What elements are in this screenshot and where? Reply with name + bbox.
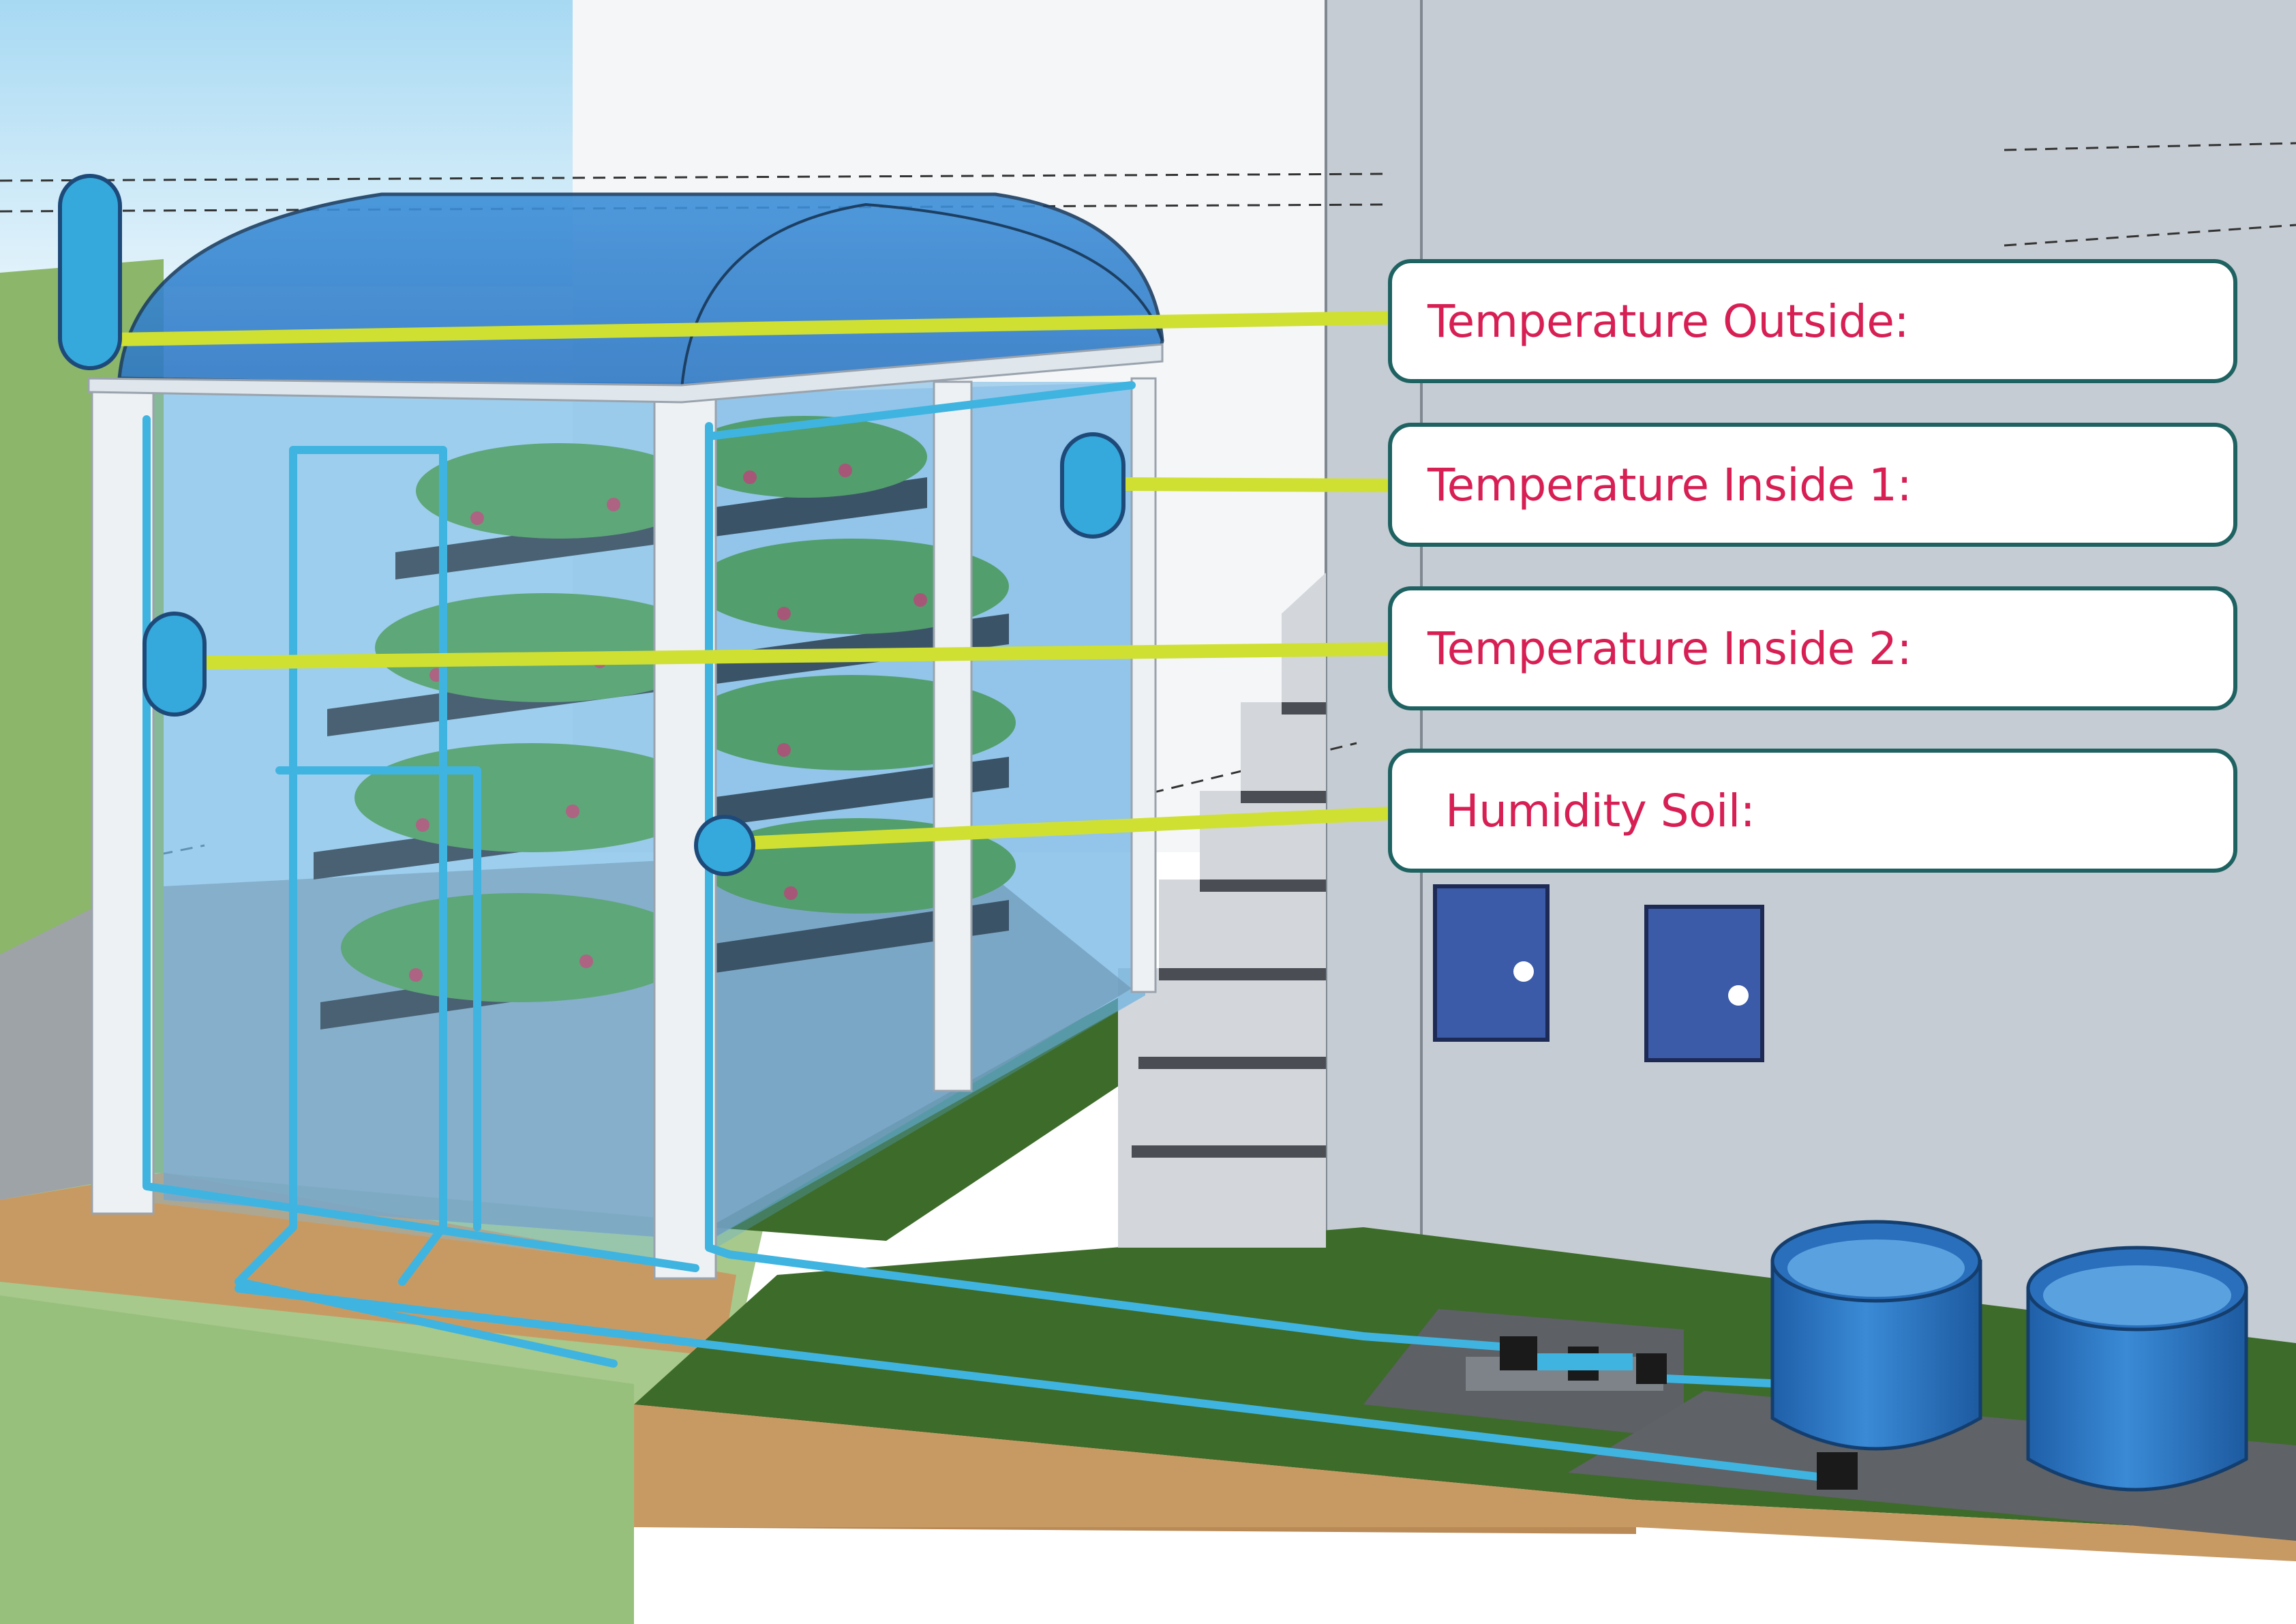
connector-humidity-soil: [725, 807, 1391, 851]
wall-panel-right: [1644, 905, 1764, 1062]
water-tank-left-icon: [1770, 1220, 1982, 1451]
connector-temperature-outside: [112, 311, 1391, 346]
connector-temperature-inside-2: [204, 642, 1391, 670]
greenhouse-side-glass: [682, 382, 1145, 1268]
soil-bed: [0, 1173, 736, 1357]
roof-arch-right: [680, 202, 1164, 389]
greenhouse-front-glass: [130, 382, 682, 1268]
temperature-inside-1-sensor-icon: [1060, 432, 1126, 539]
left-ground-block: [0, 900, 109, 1214]
temperature-inside-2-label-box: Temperature Inside 2:: [1388, 586, 2237, 710]
raised-bed-front: [634, 1404, 2296, 1561]
pump-icon: [1466, 1336, 1858, 1490]
stairs: [1118, 573, 1326, 1248]
frame-post-middle: [933, 380, 973, 1092]
water-tank-right-icon: [2026, 1246, 2248, 1492]
temperature-inside-1-label-box: Temperature Inside 1:: [1388, 423, 2237, 547]
humidity-soil-label: Humidity Soil:: [1445, 784, 1755, 837]
lower-grass: [0, 1295, 634, 1624]
connector-lines: [112, 311, 1391, 851]
roof-rim: [87, 343, 1164, 404]
humidity-soil-label-box: Humidity Soil:: [1388, 749, 2237, 873]
sensors: [58, 174, 1126, 876]
connector-temperature-inside-1: [1117, 477, 1391, 492]
temperature-inside-1-label: Temperature Inside 1:: [1428, 458, 1912, 511]
frame-post-right: [1130, 377, 1157, 993]
humidity-soil-sensor-icon: [694, 815, 755, 876]
temperature-inside-2-label: Temperature Inside 2:: [1428, 622, 1912, 675]
temperature-outside-label: Temperature Outside:: [1428, 295, 1909, 348]
temperature-outside-sensor-icon: [58, 174, 122, 370]
temperature-outside-label-box: Temperature Outside:: [1388, 259, 2237, 383]
wall-panel-left: [1433, 884, 1550, 1042]
temperature-inside-2-sensor-icon: [142, 612, 207, 717]
tank-slab: [1568, 1391, 2296, 1541]
greenhouse: [87, 192, 1858, 1490]
